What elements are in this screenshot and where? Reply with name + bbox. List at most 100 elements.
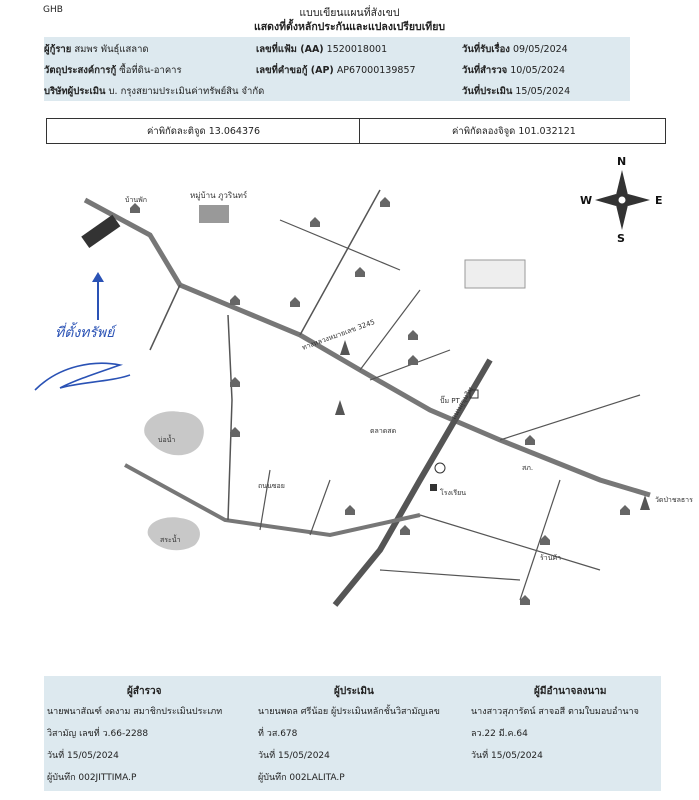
road-i xyxy=(309,479,331,536)
lower-road xyxy=(124,463,421,538)
house-marker xyxy=(408,355,418,365)
purpose-label: วัตถุประสงค์การกู้ xyxy=(44,65,117,76)
borrower-label: ผู้กู้ราย xyxy=(44,44,72,55)
authority-line-3: วันที่ 15/05/2024 xyxy=(471,751,543,761)
authority-line-2: ลว.22 มี.ค.64 xyxy=(471,729,528,739)
doc-title: แบบเขียนแผนที่สังเขป xyxy=(299,7,400,19)
road-g xyxy=(499,394,641,441)
file-no-row: เลขที่แฟ้ม (AA) 1520018001 xyxy=(256,42,387,57)
surveyor-line-4: ผู้บันทึก 002JITTIMA.P xyxy=(47,773,137,783)
appraiser-line-1: นายนพดล ศรีน้อย ผู้ประเมินหลักชั้นวิสามั… xyxy=(258,707,440,717)
appraiser-company-row: บริษัทผู้ประเมิน บ. กรุงสยามประเมินค่าทร… xyxy=(44,84,264,99)
road-h xyxy=(259,469,271,531)
road-e xyxy=(359,289,421,371)
house-marker xyxy=(310,217,320,227)
pond-b-label: สระน้ำ xyxy=(160,533,181,544)
appraise-date-label: วันที่ประเมิน xyxy=(462,86,513,97)
pond-b-shape xyxy=(147,517,200,551)
coordinates-divider xyxy=(359,119,360,143)
coordinates-box: ค่าพิกัดละติจูด 13.064376 ค่าพิกัดลองจิจ… xyxy=(46,118,666,144)
road-c xyxy=(299,189,381,336)
temple-marker xyxy=(640,495,650,510)
latitude-text: ค่าพิกัดละติจูด 13.064376 xyxy=(147,126,261,137)
request-no-row: เลขที่คำขอกู้ (AP) AP67000139857 xyxy=(256,63,416,78)
highway-label: ทางหลวงหมายเลข 3245 xyxy=(301,318,376,352)
appraise-date-value: 15/05/2024 xyxy=(515,86,571,97)
appraiser-heading: ผู้ประเมิน xyxy=(334,686,374,697)
building-icon xyxy=(430,484,437,491)
compass-w: W xyxy=(580,194,592,207)
location-map: บ่อน้ำ สระน้ำ ที่ตั้งทรัพย์ หมู่บ้าน ภูว… xyxy=(34,155,693,607)
appraiser-company-label: บริษัทผู้ประเมิน xyxy=(44,86,106,97)
house-marker xyxy=(408,330,418,340)
house-marker xyxy=(380,197,390,207)
house-marker xyxy=(230,427,240,437)
appraiser-line-3: วันที่ 15/05/2024 xyxy=(258,751,330,761)
signature-footer: ผู้สำรวจ นายพนาสัณฑ์ งดงาม สมาชิกประเมิน… xyxy=(44,676,661,791)
legend-box xyxy=(464,259,526,289)
compass-n: N xyxy=(617,155,626,168)
road-d xyxy=(279,219,401,271)
compass-e: E xyxy=(655,194,663,207)
received-date-row: วันที่รับเรื่อง 09/05/2024 xyxy=(462,42,568,57)
house-marker xyxy=(345,505,355,515)
house-marker xyxy=(540,535,550,545)
gas-label: ปั๊ม PT xyxy=(440,395,461,405)
house-marker xyxy=(525,435,535,445)
pond-a-shape xyxy=(144,411,204,456)
market-label: ตลาดสด xyxy=(370,427,396,435)
surveyor-heading: ผู้สำรวจ xyxy=(127,686,162,697)
house-marker xyxy=(620,505,630,515)
school-icon xyxy=(434,462,446,474)
authority-heading: ผู้มีอำนาจลงนาม xyxy=(534,686,607,697)
received-date-label: วันที่รับเรื่อง xyxy=(462,44,510,55)
site-handwritten-label: ที่ตั้งทรัพย์ xyxy=(55,322,117,341)
compass-rose-icon xyxy=(595,170,650,230)
subject-plot xyxy=(81,214,121,249)
house-marker xyxy=(355,267,365,277)
survey-date-label: วันที่สำรวจ xyxy=(462,65,508,76)
borrower-value: สมพร พันธุ์แสลาด xyxy=(74,44,149,55)
house-marker xyxy=(130,203,140,213)
authority-line-1: นางสาวสุภารัตน์ สาจอสี ตามใบมอบอำนาจ xyxy=(471,707,639,717)
surveyor-line-3: วันที่ 15/05/2024 xyxy=(47,751,119,761)
village-box xyxy=(199,205,229,223)
compass-s: S xyxy=(617,232,625,245)
signature-scribble xyxy=(34,362,131,391)
house-marker xyxy=(230,295,240,305)
temple-label: วัดป่าชลธาร xyxy=(655,496,693,504)
file-no-value: 1520018001 xyxy=(326,44,388,55)
purpose-row: วัตถุประสงค์การกู้ ซื้อที่ดิน-อาคาร xyxy=(44,63,182,78)
house-marker xyxy=(520,595,530,605)
lane-label: ถนนซอย xyxy=(258,482,285,490)
gas-station-icon xyxy=(469,389,479,399)
shop-label: ร้านค้า xyxy=(540,554,561,562)
appraiser-line-4: ผู้บันทึก 002LALITA.P xyxy=(258,773,345,783)
borrower-row: ผู้กู้ราย สมพร พันธุ์แสลาด xyxy=(44,42,149,57)
house-marker xyxy=(230,377,240,387)
appraiser-company-value: บ. กรุงสยามประเมินค่าทรัพย์สิน จำกัด xyxy=(108,86,265,97)
appraise-date-row: วันที่ประเมิน 15/05/2024 xyxy=(462,84,570,99)
doc-subtitle: แสดงที่ตั้งหลักประกันและแปลงเปรียบเทียบ xyxy=(253,21,446,33)
site-arrow-head xyxy=(92,272,104,282)
request-no-value: AP67000139857 xyxy=(336,65,416,76)
highway xyxy=(332,358,493,607)
village-name-label: หมู่บ้าน ภูวรินทร์ xyxy=(190,190,248,201)
survey-date-value: 10/05/2024 xyxy=(510,65,566,76)
file-no-label: เลขที่แฟ้ม (AA) xyxy=(256,44,324,55)
road-k xyxy=(419,514,601,571)
temple-marker xyxy=(335,400,345,415)
house1-label: บ้านพัก xyxy=(125,196,147,204)
police-label: สภ. xyxy=(522,464,533,472)
house-marker xyxy=(290,297,300,307)
brand-logo-text: GHB xyxy=(43,5,63,15)
received-date-value: 09/05/2024 xyxy=(512,44,568,55)
road-a xyxy=(227,314,233,521)
longitude-text: ค่าพิกัดลองจิจูด 101.032121 xyxy=(452,126,576,137)
surveyor-line-1: นายพนาสัณฑ์ งดงาม สมาชิกประเมินประเภท xyxy=(47,707,223,717)
survey-date-row: วันที่สำรวจ 10/05/2024 xyxy=(462,63,565,78)
school-label: โรงเรียน xyxy=(440,488,466,497)
purpose-value: ซื้อที่ดิน-อาคาร xyxy=(119,65,182,76)
pond-a-label: บ่อน้ำ xyxy=(158,433,175,444)
info-panel: ผู้กู้ราย สมพร พันธุ์แสลาด วัตถุประสงค์ก… xyxy=(44,37,630,101)
